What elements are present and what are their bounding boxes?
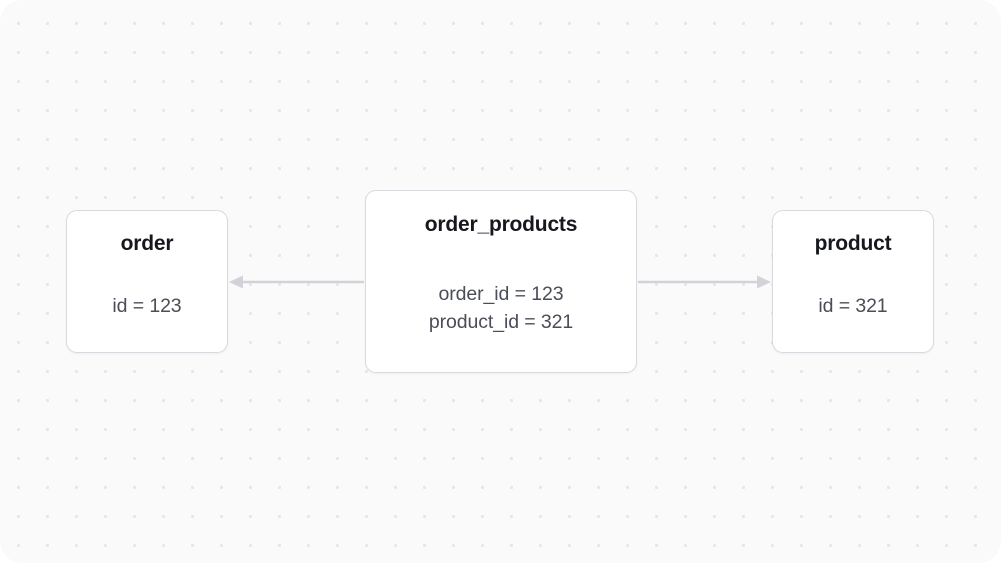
node-order-products-field-order-id: order_id = 123 (438, 283, 564, 305)
edge-order-products-to-order (229, 275, 364, 289)
node-order-fields: id = 123 (112, 292, 181, 320)
node-order-products-field-product-id: product_id = 321 (428, 311, 574, 333)
node-order-products[interactable]: order_products order_id = 123 product_id… (365, 190, 637, 373)
node-order-products-fields: order_id = 123 product_id = 321 (429, 280, 573, 336)
node-product-fields: id = 321 (818, 292, 887, 320)
node-product-field-id: id = 321 (818, 295, 888, 317)
node-product-title: product (814, 232, 892, 255)
node-order[interactable]: order id = 123 (66, 210, 228, 353)
node-order-title: order (120, 232, 174, 255)
node-product[interactable]: product id = 321 (772, 210, 934, 353)
node-order-field-id: id = 123 (112, 295, 182, 317)
node-order-products-title: order_products (424, 213, 578, 236)
edge-order-products-to-product (638, 275, 771, 289)
